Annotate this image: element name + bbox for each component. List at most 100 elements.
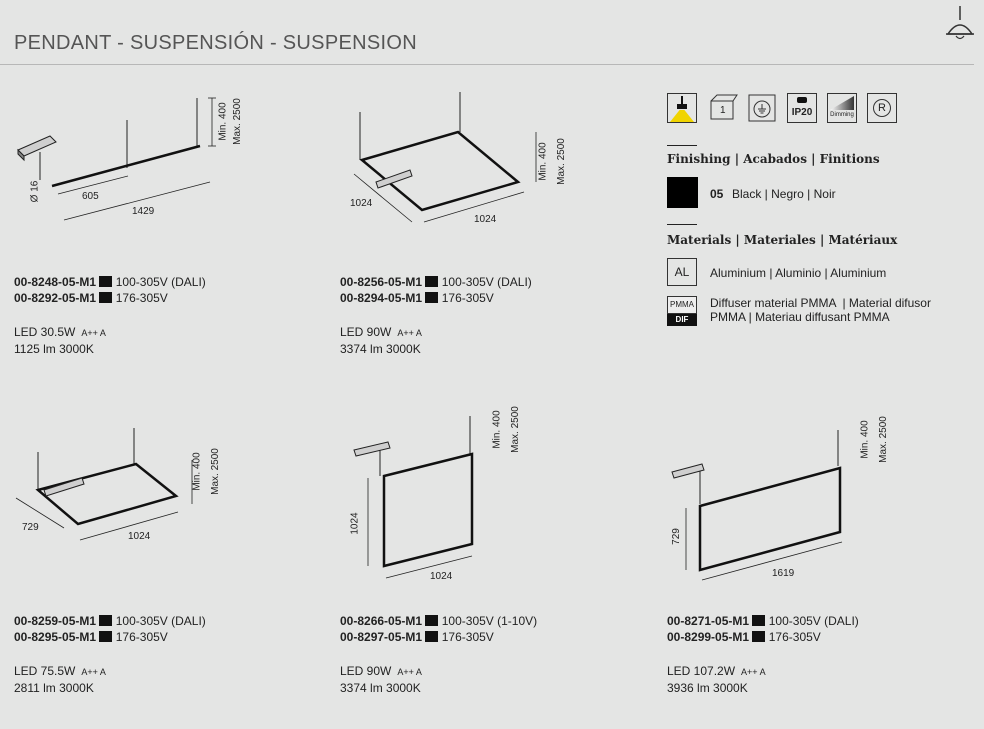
finish-swatch: [425, 631, 439, 642]
led-power: LED 90W: [340, 664, 392, 678]
product-code: 00-8271-05-M1: [667, 614, 750, 628]
materials-rule: [667, 224, 697, 225]
lumen-output: 2811 lm 3000K: [14, 681, 94, 695]
voltage: 100-305V (DALI): [115, 275, 206, 289]
p4-dim-height: 1024: [349, 512, 361, 535]
pmma-text-2: PMMA | Materiau diffusant PMMA: [710, 310, 890, 324]
feature-icons-row: 1 IP20 Dimming R: [667, 93, 897, 123]
finish-swatch: [99, 276, 113, 287]
p4-dim-max: Max. 2500: [509, 406, 521, 453]
p1-dim-diameter: Ø 16: [29, 180, 41, 203]
dimming-icon: Dimming: [827, 93, 857, 123]
led-power: LED 30.5W: [14, 325, 76, 339]
finish-swatch: [752, 631, 766, 642]
pmma-text-1: Diffuser material PMMA | Material difuso…: [710, 296, 931, 310]
p1-dim-605: 605: [82, 191, 99, 202]
product-code: 00-8259-05-M1: [14, 614, 97, 628]
led-power: LED 75.5W: [14, 664, 76, 678]
header-divider: [0, 64, 974, 65]
finishing-rule: [667, 145, 697, 146]
p2-dim-width: 1024: [474, 214, 497, 225]
al-badge-text: AL: [674, 265, 690, 279]
al-badge: AL: [667, 258, 697, 286]
product-code: 00-8292-05-M1: [14, 291, 97, 305]
product-code: 00-8248-05-M1: [14, 275, 97, 289]
energy-class: A++ A: [81, 328, 106, 338]
voltage: 100-305V (1-10V): [441, 614, 538, 628]
product-5-info: 00-8271-05-M1 100-305V (DALI) 00-8299-05…: [667, 613, 859, 696]
p3-dim-depth: 729: [22, 522, 39, 533]
energy-class: A++ A: [741, 667, 766, 677]
registered-label: R: [873, 99, 891, 117]
earth-icon: [747, 93, 777, 123]
product-code: 00-8297-05-M1: [340, 630, 423, 644]
product-code: 00-8266-05-M1: [340, 614, 423, 628]
voltage: 100-305V (DALI): [768, 614, 859, 628]
finish-swatch: [99, 615, 113, 626]
p3-dim-width: 1024: [128, 531, 151, 542]
finish-swatch: [425, 292, 439, 303]
voltage: 176-305V: [441, 291, 494, 305]
product-2-info: 00-8256-05-M1 100-305V (DALI) 00-8294-05…: [340, 274, 532, 357]
led-power: LED 90W: [340, 325, 392, 339]
product-3-info: 00-8259-05-M1 100-305V (DALI) 00-8295-05…: [14, 613, 206, 696]
p4-dim-width: 1024: [430, 571, 453, 582]
materials-title: Materials | Materiales | Matériaux: [667, 233, 898, 247]
product-3-drawing: [15, 428, 193, 541]
lumen-output: 3374 lm 3000K: [340, 342, 421, 356]
aluminium-text: Aluminium | Aluminio | Aluminium: [710, 266, 887, 280]
energy-class: A++ A: [397, 328, 422, 338]
product-1-info: 00-8248-05-M1 100-305V (DALI) 00-8292-05…: [14, 274, 206, 357]
energy-class: A++ A: [81, 667, 106, 677]
product-1-drawing: [17, 97, 216, 221]
p3-dim-min: Min. 400: [191, 452, 203, 491]
class-1-icon: 1: [707, 93, 738, 123]
class-label: 1: [720, 105, 726, 116]
p4-dim-min: Min. 400: [491, 410, 503, 449]
finish-swatch: [425, 276, 439, 287]
voltage: 176-305V: [115, 291, 168, 305]
product-2-drawing: [353, 92, 537, 223]
dimming-label: Dimming: [830, 112, 854, 118]
product-code: 00-8294-05-M1: [340, 291, 423, 305]
product-4-info: 00-8266-05-M1 100-305V (1-10V) 00-8297-0…: [340, 613, 537, 696]
p5-dim-height: 729: [670, 528, 682, 545]
pendant-lamp-icon: [946, 6, 974, 40]
p1-dim-1429: 1429: [132, 206, 155, 217]
lumen-output: 3374 lm 3000K: [340, 681, 421, 695]
pmma-badge-text: PMMA: [667, 296, 697, 314]
finish-code: 05: [710, 187, 724, 201]
lumen-output: 3936 lm 3000K: [667, 681, 748, 695]
finish-swatch: [752, 615, 766, 626]
voltage: 176-305V: [115, 630, 168, 644]
p2-dim-min: Min. 400: [537, 142, 549, 181]
ip20-icon: IP20: [787, 93, 817, 123]
product-code: 00-8295-05-M1: [14, 630, 97, 644]
energy-class: A++ A: [397, 667, 422, 677]
led-power: LED 107.2W: [667, 664, 736, 678]
product-code: 00-8299-05-M1: [667, 630, 750, 644]
finish-label: Black | Negro | Noir: [732, 187, 836, 201]
voltage: 176-305V: [768, 630, 821, 644]
page-title: PENDANT - SUSPENSIÓN - SUSPENSION: [14, 32, 417, 54]
finish-swatch: [425, 615, 439, 626]
lumen-output: 1125 lm 3000K: [14, 342, 94, 356]
dif-badge-text: DIF: [667, 314, 697, 326]
pmma-badge: PMMA DIF: [667, 296, 697, 326]
p2-dim-depth: 1024: [350, 198, 373, 209]
p5-dim-min: Min. 400: [859, 420, 871, 459]
product-5-drawing: [671, 430, 843, 581]
finish-black-swatch: [667, 177, 698, 208]
pendant-light-icon: [667, 93, 697, 123]
p2-dim-max: Max. 2500: [555, 138, 567, 185]
voltage: 176-305V: [441, 630, 494, 644]
finish-swatch: [99, 631, 113, 642]
p1-dim-min: Min. 400: [217, 102, 229, 141]
finishing-title: Finishing | Acabados | Finitions: [667, 152, 880, 166]
p5-dim-width: 1619: [772, 568, 795, 579]
voltage: 100-305V (DALI): [441, 275, 532, 289]
p3-dim-max: Max. 2500: [209, 448, 221, 495]
product-code: 00-8256-05-M1: [340, 275, 423, 289]
registered-icon: R: [867, 93, 897, 123]
ip-label: IP20: [791, 107, 813, 118]
